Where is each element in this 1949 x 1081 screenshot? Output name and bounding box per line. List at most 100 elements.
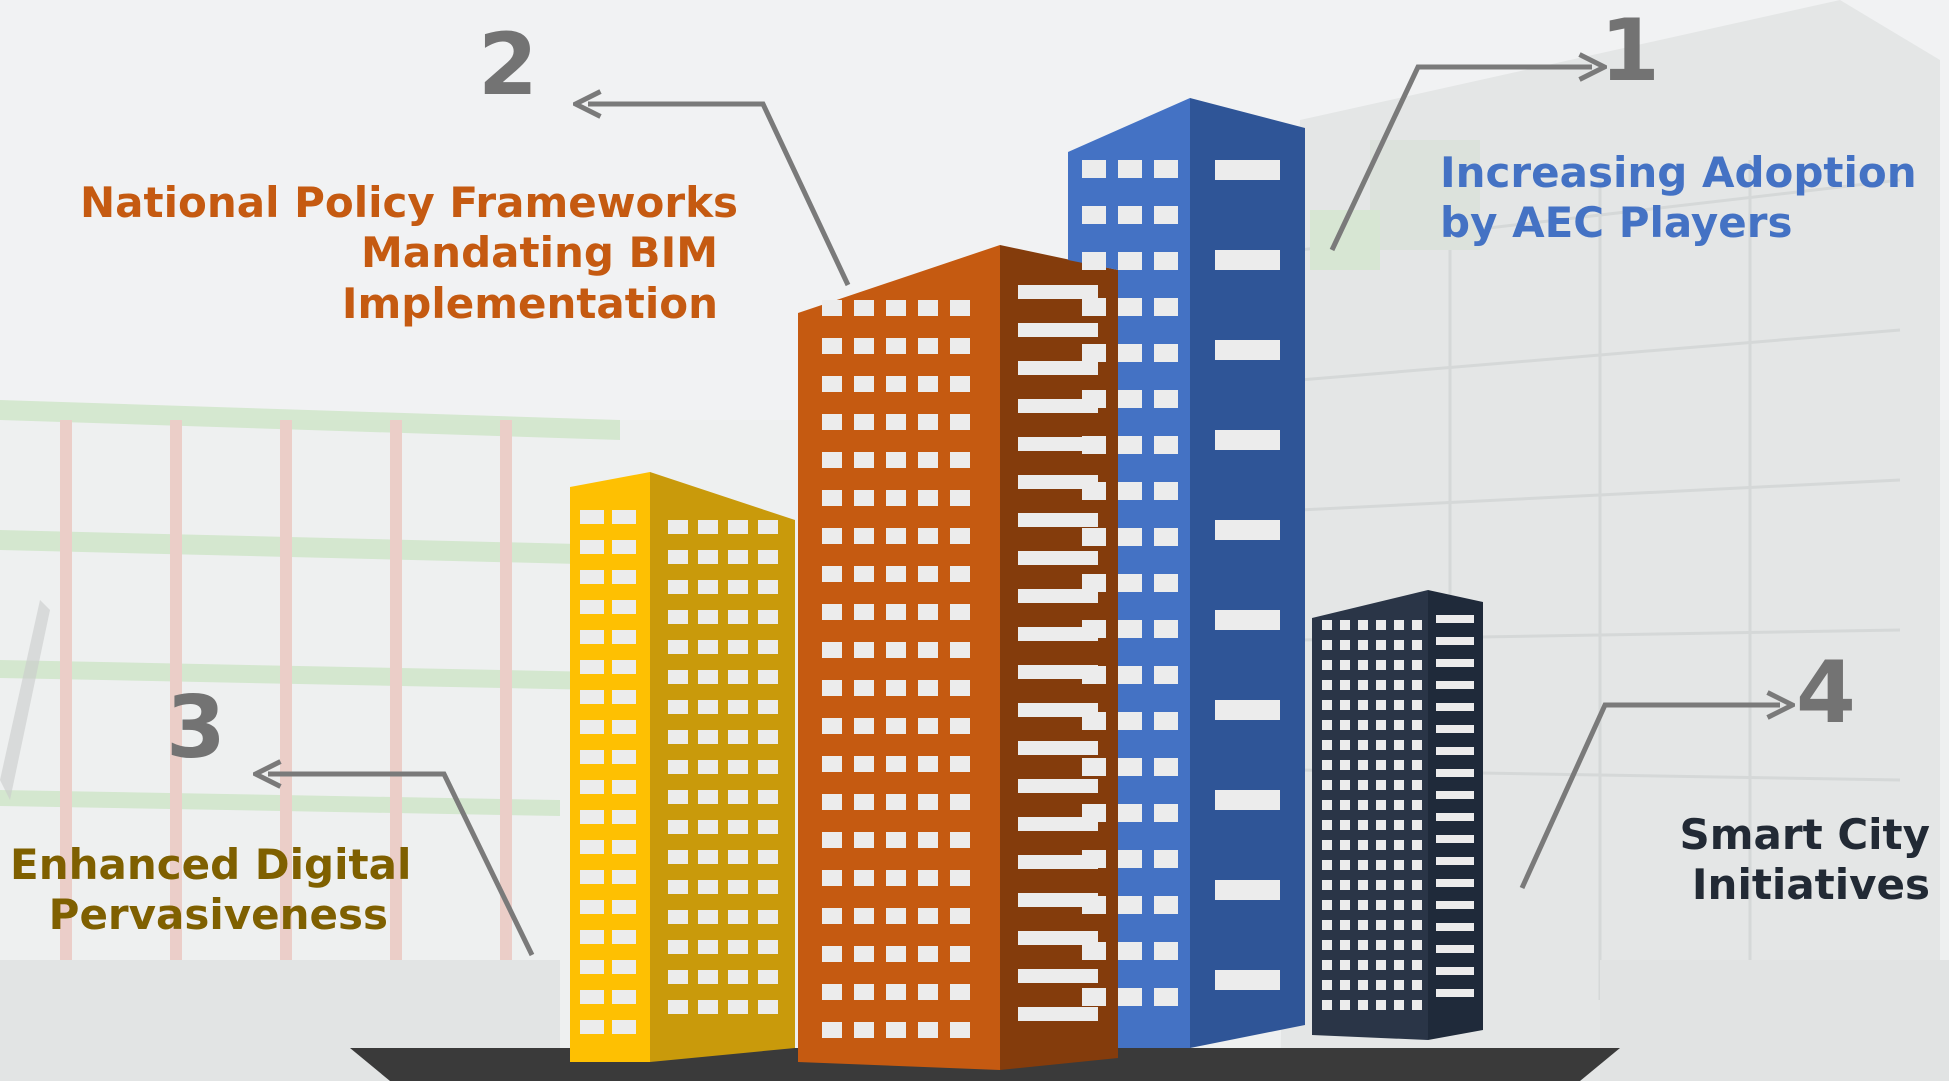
building-navy-window [1376,840,1386,850]
building-navy-window [1358,900,1368,910]
building-yellow-front [570,472,650,1062]
building-yellow-window [580,900,604,914]
building-navy-window [1394,620,1404,630]
building-yellow-window [728,970,748,984]
building-orange-window [918,604,938,620]
building-orange-window [950,490,970,506]
building-yellow-window [728,910,748,924]
building-yellow-window [668,880,688,894]
building-navy-window [1340,1000,1350,1010]
building-yellow-window [612,660,636,674]
building-yellow-window [728,880,748,894]
building-navy-window [1340,980,1350,990]
building-navy-window [1376,980,1386,990]
building-navy-window [1412,900,1422,910]
building-navy-window [1358,680,1368,690]
building-yellow-window [668,730,688,744]
building-orange-window [1018,285,1098,299]
building-navy-window [1436,725,1474,733]
building-orange-window [1018,399,1098,413]
building-yellow-window [580,930,604,944]
building-orange-window [854,908,874,924]
building-blue-window [1118,482,1142,500]
building-blue-window [1118,298,1142,316]
building-yellow-window [758,640,778,654]
building-navy-window [1322,760,1332,770]
building-orange-window [854,718,874,734]
building-yellow-window [698,910,718,924]
building-orange-window [1018,817,1098,831]
building-yellow-window [612,750,636,764]
building-orange-window [886,870,906,886]
building-yellow-window [668,550,688,564]
building-navy-window [1322,720,1332,730]
building-navy-window [1358,800,1368,810]
building-orange-window [854,376,874,392]
building-yellow-window [698,970,718,984]
building-orange-window [950,756,970,772]
building-orange-window [1018,969,1098,983]
building-orange-window [918,300,938,316]
building-orange-window [822,338,842,354]
building-orange-window [918,718,938,734]
building-yellow-window [668,580,688,594]
building-navy-window [1358,700,1368,710]
building-navy-window [1376,620,1386,630]
building-navy-window [1358,980,1368,990]
building-orange-window [950,528,970,544]
building-navy-window [1376,640,1386,650]
building-navy-window [1394,680,1404,690]
building-orange-window [886,528,906,544]
building-navy-window [1358,840,1368,850]
building-navy-window [1436,615,1474,623]
building-orange-window [918,1022,938,1038]
building-blue-window [1082,896,1106,914]
building-orange-window [886,566,906,582]
building-yellow-window [580,660,604,674]
building-orange-window [918,338,938,354]
building-navy-window [1412,1000,1422,1010]
building-yellow-window [728,610,748,624]
building-navy-window [1412,660,1422,670]
building-yellow-window [758,1000,778,1014]
building-orange-window [918,528,938,544]
building-yellow-window [758,670,778,684]
building-orange-window [822,718,842,734]
building-yellow-window [698,550,718,564]
building-blue-window [1215,160,1280,180]
building-orange-window [854,452,874,468]
building-navy-window [1436,813,1474,821]
building-navy-window [1322,840,1332,850]
building-orange-window [918,984,938,1000]
building-orange-window [1018,323,1098,337]
building-orange-window [1018,703,1098,717]
building-yellow-window [580,810,604,824]
building-blue-window [1118,804,1142,822]
building-navy-window [1340,760,1350,770]
building-blue-window [1082,528,1106,546]
building-orange-window [950,376,970,392]
building-blue-window [1082,390,1106,408]
building-blue-window [1215,610,1280,630]
point-3-line-2: Pervasiveness [48,890,388,940]
building-orange-window [854,1022,874,1038]
point-1-line-1: Increasing Adoption [1440,148,1917,197]
building-blue-window [1118,160,1142,178]
building-blue-window [1154,620,1178,638]
building-orange-window [1018,589,1098,603]
building-orange-window [886,376,906,392]
building-yellow-window [758,790,778,804]
building-blue-window [1154,712,1178,730]
building-blue-window [1215,250,1280,270]
building-yellow-window [698,940,718,954]
point-4-number: 4 [1796,643,1856,743]
building-yellow-window [758,730,778,744]
building-blue-window [1215,340,1280,360]
point-1-line-2: by AEC Players [1440,198,1793,248]
building-orange-window [918,452,938,468]
building-blue-window [1082,666,1106,684]
building-yellow-window [580,630,604,644]
building-orange-window [886,604,906,620]
building-navy-window [1436,989,1474,997]
building-yellow-window [758,580,778,594]
